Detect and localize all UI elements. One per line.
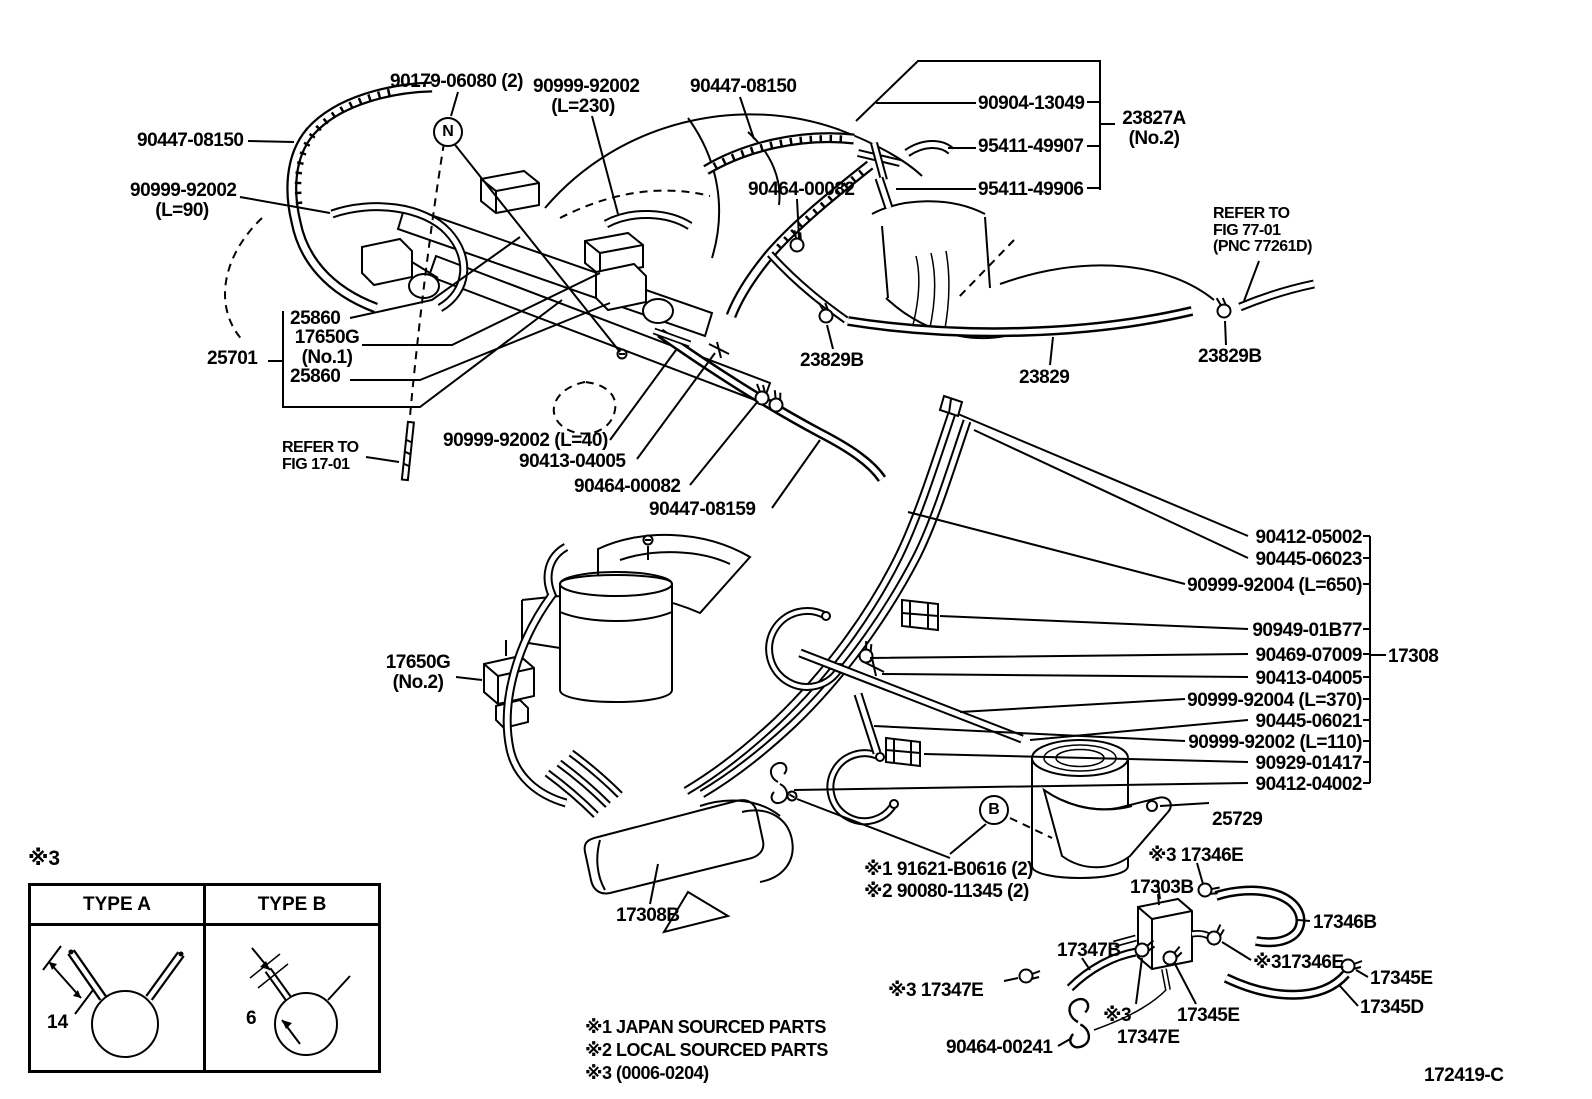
label-17347b: 17347B xyxy=(1057,940,1121,961)
label-23829b-left: 23829B xyxy=(800,350,864,371)
clamp-type-table: TYPE A TYPE B 14 xyxy=(28,883,381,1073)
label-17346e-a: ※3 17346E xyxy=(1148,845,1244,866)
label-17345d: 17345D xyxy=(1360,997,1424,1018)
label-17347e-b: 17347E xyxy=(1117,1027,1180,1048)
label-23829: 23829 xyxy=(1019,367,1070,388)
label-90929-01417: 90929-01417 xyxy=(1255,753,1363,774)
hose-90447-08159 xyxy=(652,327,887,482)
hose-17347b xyxy=(1066,947,1137,992)
clamp-type-a-cell: 14 xyxy=(31,926,206,1070)
label-23827a: 23827A(No.2) xyxy=(1122,108,1186,149)
label-90447-08150-left: 90447-08150 xyxy=(137,130,244,151)
label-17308b: 17308B xyxy=(616,905,680,926)
clamp-type-b-cell: 6 xyxy=(206,926,378,1070)
label-23829b-right: 23829B xyxy=(1198,346,1262,367)
clamp-table-header-type-b: TYPE B xyxy=(257,893,327,915)
label-90412-05002: 90412-05002 xyxy=(1255,527,1363,548)
label-90999-92004-l650: 90999-92004 (L=650) xyxy=(1187,575,1362,596)
hose-90999-92002-l90 xyxy=(330,202,469,312)
air-pump-17308b xyxy=(544,749,794,934)
label-90447-08159: 90447-08159 xyxy=(649,499,756,520)
label-25860-b: 25860 xyxy=(290,366,341,387)
marker-b-letter: B xyxy=(988,801,1000,818)
label-17308: 17308 xyxy=(1388,646,1439,667)
label-17345e-b: 17345E xyxy=(1177,1005,1240,1026)
hose-90447-08150-top xyxy=(703,132,855,175)
label-90412-04002: 90412-04002 xyxy=(1255,774,1363,795)
clamp-table-note: ※3 xyxy=(28,847,61,870)
label-17650g-no2: 17650G(No.2) xyxy=(385,652,451,693)
hose-90447-08150-left xyxy=(286,81,433,314)
label-90447-08150-top: 90447-08150 xyxy=(690,76,797,97)
label-17346e-b: ※317346E xyxy=(1253,952,1344,973)
hose-17345d xyxy=(1223,970,1350,1000)
bracket-23827a xyxy=(855,60,1115,190)
label-95411-49906: 95411-49906 xyxy=(978,179,1084,200)
stud-refer-fig-17-01 xyxy=(400,420,416,482)
label-note1-91621-b0616: ※1 91621-B0616 (2) xyxy=(864,859,1033,880)
hidden-line-n xyxy=(409,142,445,417)
label-17347e-a: ※3 17347E xyxy=(888,980,984,1001)
hose-17346b xyxy=(1214,885,1306,948)
label-90949-01b77: 90949-01B77 xyxy=(1252,620,1362,641)
label-90464-00082-mid: 90464-00082 xyxy=(574,476,681,497)
legend-note-1: ※1 JAPAN SOURCED PARTS xyxy=(585,1017,826,1037)
hose-from-t-connector xyxy=(725,160,874,324)
marker-n-letter: N xyxy=(442,123,454,140)
legend-note-2: ※2 LOCAL SOURCED PARTS xyxy=(585,1040,828,1060)
label-17345e-a: 17345E xyxy=(1370,968,1433,989)
label-25860-a: 25860 xyxy=(290,308,341,329)
clamp-type-b-drawing xyxy=(249,947,351,1056)
label-17650g-no1: 17650G(No.1) xyxy=(294,327,360,368)
label-90464-00241: 90464-00241 xyxy=(946,1037,1053,1058)
t-connector-23827a xyxy=(857,140,955,210)
label-90999-92004-l370: 90999-92004 (L=370) xyxy=(1187,690,1362,711)
label-90413-04005-a: 90413-04005 xyxy=(519,451,626,472)
hidden-line-b xyxy=(1009,817,1053,839)
label-note3-c: ※3 xyxy=(1103,1005,1132,1026)
hose-assembly-17308 xyxy=(683,394,1024,826)
label-90179-06080: 90179-06080 (2) xyxy=(390,71,524,92)
hose-23829 xyxy=(847,279,1315,338)
leader-lines xyxy=(239,91,1386,1047)
clamp-type-a-drawing xyxy=(42,945,185,1058)
label-90999-92002-l230: 90999-92002(L=230) xyxy=(533,76,640,117)
label-note2-90080-11345: ※2 90080-11345 (2) xyxy=(864,881,1029,902)
label-25729: 25729 xyxy=(1212,809,1263,830)
clamp-type-b-dimension: 6 xyxy=(246,1008,257,1029)
clamp-type-a-dimension: 14 xyxy=(47,1012,69,1033)
label-90999-92002-l90: 90999-92002(L=90) xyxy=(130,180,237,221)
label-90445-06021: 90445-06021 xyxy=(1255,711,1363,732)
label-17303b: 17303B xyxy=(1130,877,1194,898)
label-17346b: 17346B xyxy=(1313,912,1377,933)
label-90464-00082-top: 90464-00082 xyxy=(748,179,855,200)
label-95411-49907: 95411-49907 xyxy=(978,136,1084,157)
marker-circle-b: B xyxy=(979,795,1009,825)
label-90904-13049: 90904-13049 xyxy=(978,93,1085,114)
label-90445-06023: 90445-06023 xyxy=(1255,549,1363,570)
label-90999-92002-l110: 90999-92002 (L=110) xyxy=(1188,732,1362,753)
hose-90999-92002-l230 xyxy=(603,210,693,230)
marker-circle-n: N xyxy=(433,117,463,147)
hose-loop-canister xyxy=(502,543,569,808)
clamp-table-header-type-a: TYPE A xyxy=(31,886,206,923)
label-90999-92002-l40: 90999-92002 (L=40) xyxy=(443,430,608,451)
drawing-number: 172419-C xyxy=(1424,1065,1504,1086)
label-25701: 25701 xyxy=(207,348,258,369)
reservoir-duct xyxy=(521,533,752,703)
legend-note-3: ※3 (0006-0204) xyxy=(585,1063,709,1083)
label-90469-07009: 90469-07009 xyxy=(1255,645,1363,666)
label-90413-04005-b: 90413-04005 xyxy=(1255,668,1363,689)
